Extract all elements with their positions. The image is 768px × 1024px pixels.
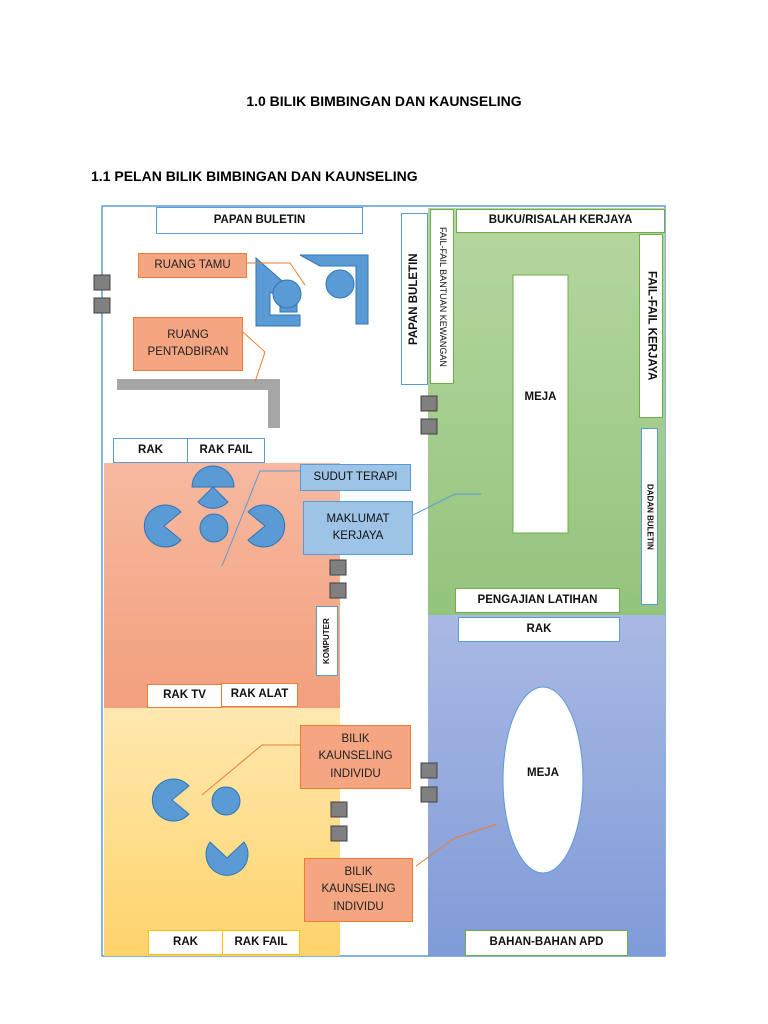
partition-wall — [117, 379, 280, 390]
connector-maklumat — [412, 493, 481, 516]
door-marker — [329, 582, 347, 599]
label-fail-fail-kerjaya: FAIL-FAIL KERJAYA — [639, 234, 663, 418]
door-marker — [420, 762, 438, 779]
guest-seat-2 — [325, 269, 355, 299]
sofa-frame-right — [299, 254, 369, 325]
label-rak-bottom: RAK — [148, 930, 223, 955]
label-papan-buletin-vertical: PAPAN BULETIN — [401, 213, 428, 385]
door-marker — [93, 297, 111, 314]
document-title: 1.0 BILIK BIMBINGAN DAN KAUNSELING — [246, 93, 522, 109]
counsel-table — [211, 786, 241, 816]
label-maklumat-kerjaya: MAKLUMAT KERJAYA — [303, 501, 413, 555]
label-rak-tv: RAK TV — [147, 684, 222, 708]
door-marker — [330, 801, 348, 818]
door-marker — [420, 786, 438, 803]
label-papan-buletin-top: PAPAN BULETIN — [156, 207, 363, 234]
label-meja-oval: MEJA — [527, 767, 559, 780]
partition-wall-return — [268, 379, 280, 428]
therapy-table — [199, 513, 229, 543]
counsel-chair-bottom — [205, 841, 249, 876]
label-rak-top: RAK — [113, 438, 188, 463]
connector-ruang-tamu — [247, 262, 306, 286]
therapy-chair-right — [247, 504, 286, 548]
meja-table-oval — [502, 686, 584, 874]
label-bilik-kaunseling-1: BILIK KAUNSELING INDIVIDU — [300, 725, 411, 789]
door-marker — [420, 418, 438, 435]
label-ruang-pentadbiran: RUANG PENTADBIRAN — [133, 317, 243, 371]
label-bahan-apd: BAHAN-BAHAN APD — [465, 930, 628, 956]
label-buku-risalah-kerjaya: BUKU/RISALAH KERJAYA — [456, 209, 665, 233]
connector-bilik-1 — [201, 744, 300, 796]
label-ruang-tamu: RUANG TAMU — [138, 253, 247, 278]
label-komputer: KOMPUTER — [316, 606, 338, 676]
label-fail-bantuan-kewangan: FAIL-FAIL BANTUAN KEWANGAN — [430, 209, 454, 384]
connector-sudut-terapi — [221, 470, 300, 567]
section-title: 1.1 PELAN BILIK BIMBINGAN DAN KAUNSELING — [91, 168, 418, 184]
door-marker — [329, 559, 347, 576]
guest-seat-1 — [272, 279, 302, 309]
door-marker — [330, 825, 348, 842]
therapy-chair-top-shape — [191, 465, 235, 509]
counsel-chair-left — [151, 778, 190, 822]
therapy-chair-left — [143, 504, 182, 548]
label-bilik-kaunseling-2: BILIK KAUNSELING INDIVIDU — [304, 858, 413, 922]
door-marker — [93, 274, 111, 291]
label-rak-fail-top: RAK FAIL — [187, 438, 265, 463]
label-meja-top: MEJA — [524, 391, 557, 404]
connector-bilik-2 — [415, 823, 498, 867]
label-pengajian-latihan: PENGAJIAN LATIHAN — [455, 588, 620, 613]
door-marker — [420, 395, 438, 412]
label-rak-mid: RAK — [458, 617, 620, 642]
label-rak-fail-bottom: RAK FAIL — [222, 930, 300, 955]
label-sudut-terapi: SUDUT TERAPI — [300, 464, 411, 491]
label-rak-alat: RAK ALAT — [221, 683, 298, 707]
connector-pentadbiran — [242, 331, 266, 383]
label-dadan-buletin: DADAN BULETIN — [641, 428, 658, 605]
meja-table-top — [512, 274, 569, 534]
